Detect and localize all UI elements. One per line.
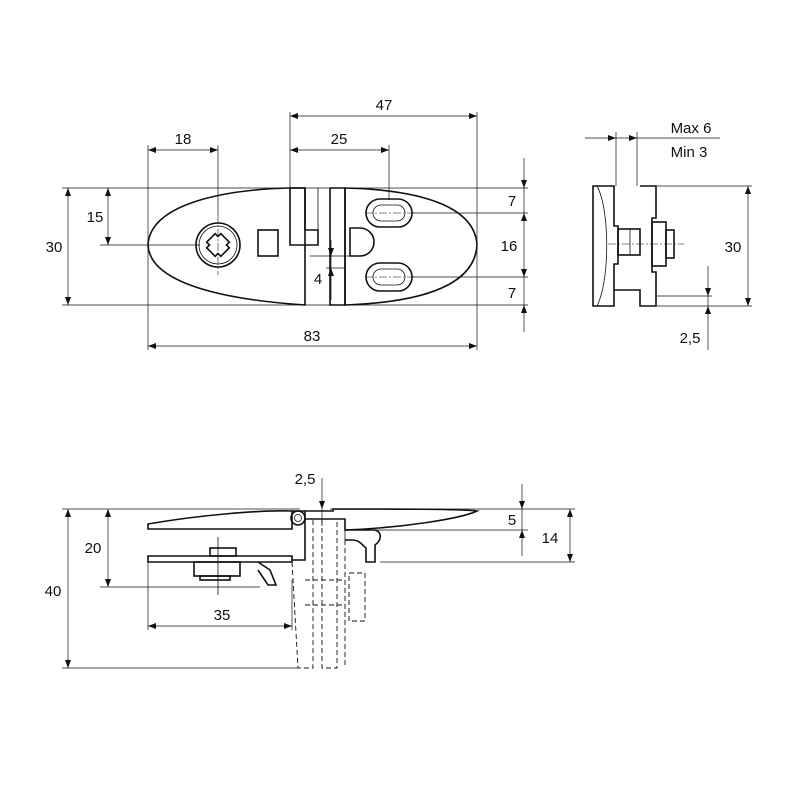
dim-15: 15 [87,209,104,226]
top-view: 47 18 25 83 30 15 7 16 7 [46,97,528,350]
dim-40: 40 [45,583,62,600]
dim-14: 14 [542,530,559,547]
front-screw-icon [193,537,241,595]
hinge-pin-icon [290,510,306,526]
dim-18: 18 [175,131,192,148]
dim-2-5-side: 2,5 [680,330,701,347]
left-plate-outline [147,187,306,306]
dim-max: Max 6 [671,120,712,137]
side-clamp [614,185,657,307]
dim-47: 47 [376,97,393,114]
dim-5: 5 [508,512,516,529]
front-view: 2,5 5 14 20 40 35 [45,471,575,669]
dim-20: 20 [85,540,102,557]
hinge-stop [329,187,346,306]
front-left-plate [147,510,293,530]
dim-25: 25 [331,131,348,148]
dim-35: 35 [214,607,231,624]
square-hole [257,229,279,257]
dim-83: 83 [304,328,321,345]
round-stop [349,227,375,257]
dim-2-5-front: 2,5 [295,471,316,488]
front-hook [345,529,382,563]
right-plate-outline [344,187,478,306]
side-view: Max 6 Min 3 30 2,5 [585,120,752,350]
dim-4: 4 [314,271,322,288]
dim-16: 16 [501,238,518,255]
front-right-plate [305,508,480,531]
dim-min: Min 3 [671,144,708,161]
dim-30-left: 30 [46,239,63,256]
dim-7-top: 7 [508,193,516,210]
dim-30-right: 30 [725,239,742,256]
hinge-knuckle [289,187,319,246]
side-body [592,185,619,307]
dim-7-bottom: 7 [508,285,516,302]
